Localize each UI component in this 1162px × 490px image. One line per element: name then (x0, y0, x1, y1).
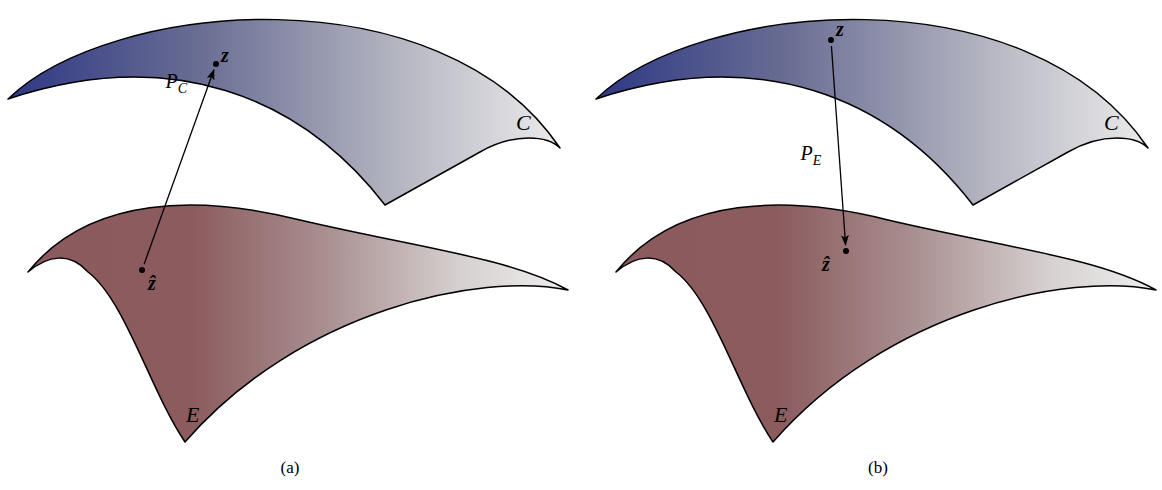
point-dot: ẑ (843, 248, 849, 254)
surface-label: E (774, 402, 787, 427)
point-label: z (836, 18, 844, 41)
surface-outline (28, 205, 568, 442)
panel-label: (b) (868, 458, 888, 478)
surface-label: C (516, 110, 531, 135)
surface-shape (588, 0, 1158, 212)
surface-label: E (186, 402, 199, 427)
surface-shape (20, 195, 572, 450)
manifold-e: Eẑ (608, 195, 1160, 450)
edge-label: PC (165, 70, 187, 97)
manifold-e: Eẑ (20, 195, 572, 450)
surface-shape (0, 0, 570, 212)
surface-outline (596, 20, 1148, 205)
point-label: ẑ (822, 253, 830, 276)
projection-arrow (831, 46, 845, 245)
surface-outline (8, 20, 560, 205)
surface-outline (616, 205, 1156, 442)
point-dot: z (213, 61, 219, 67)
point-label: ẑ (148, 272, 156, 295)
panel-label: (a) (281, 458, 300, 478)
projection-arrow (144, 70, 214, 264)
point-dot: z (828, 37, 834, 43)
manifold-c: Cz (588, 0, 1158, 212)
edge-label: PE (800, 142, 821, 169)
manifold-c: Cz (0, 0, 570, 212)
surface-shape (608, 195, 1160, 450)
point-dot: ẑ (139, 267, 145, 273)
surface-label: C (1104, 110, 1119, 135)
point-label: z (221, 44, 229, 67)
